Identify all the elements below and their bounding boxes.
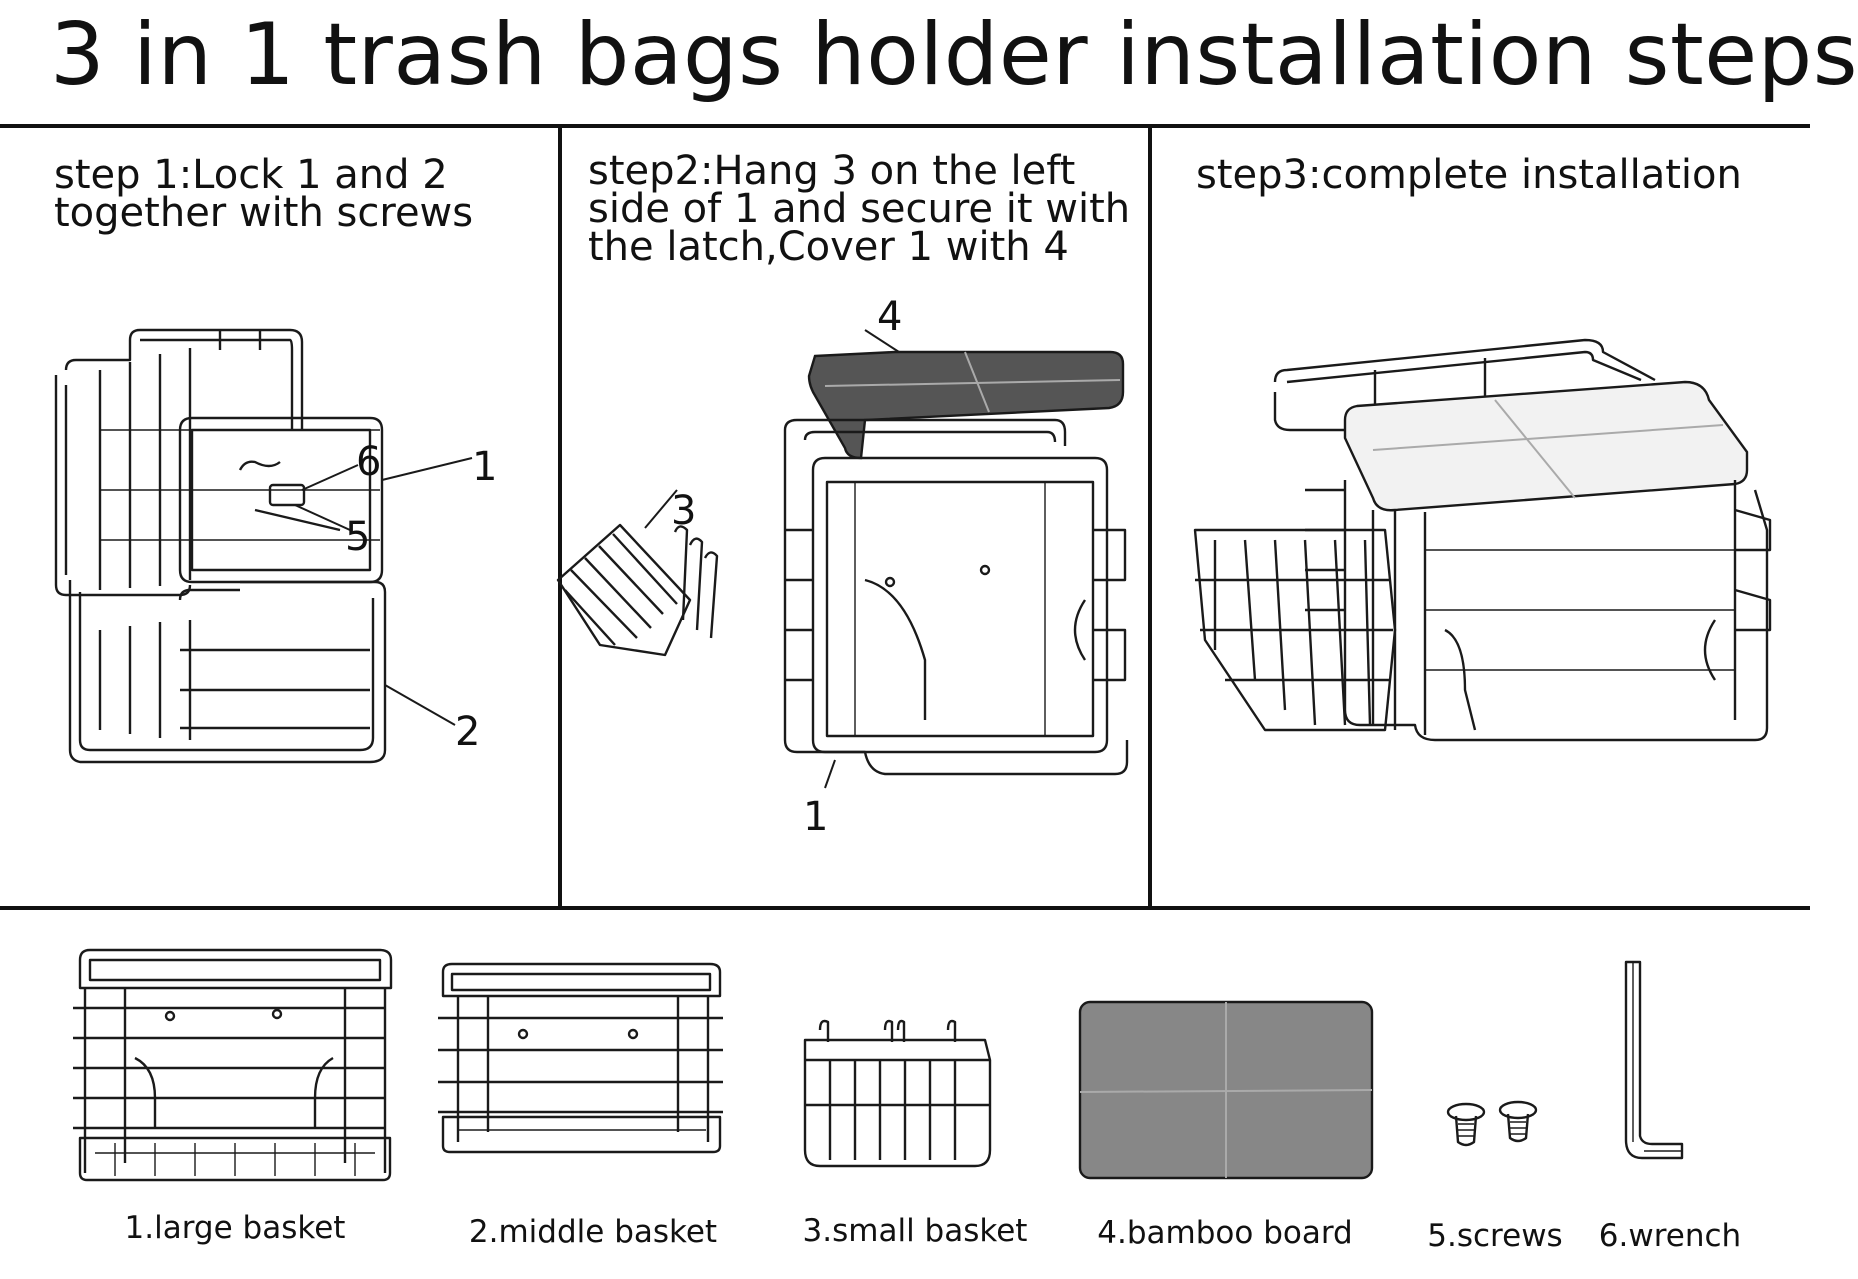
step-3-instruction: step3:complete installation	[1196, 152, 1742, 198]
part-5-screws-drawing	[1446, 1100, 1538, 1147]
assembled-basket-body	[1305, 480, 1772, 742]
bamboo-board-exploded	[807, 350, 1125, 460]
assembled-small-basket	[1193, 528, 1397, 732]
step-2-instruction: step2:Hang 3 on the left side of 1 and s…	[588, 148, 1131, 270]
middle-basket-exploded	[68, 580, 387, 764]
step-1-illustration: 1 6 5 2	[54, 328, 497, 764]
step-2-illustration: 4 3 1	[556, 294, 1129, 840]
step-3-illustration	[1193, 338, 1772, 742]
part-3-small-basket-drawing	[803, 1019, 992, 1168]
part-6-wrench-drawing	[1624, 960, 1684, 1160]
screw-icon	[1446, 1102, 1486, 1147]
part-1-large-basket-drawing	[73, 948, 393, 1182]
step-1-callout-6: 6	[356, 439, 381, 485]
step-1-callout-1: 1	[472, 444, 497, 490]
part-6-label: 6.wrench	[1598, 1218, 1742, 1254]
assembled-bamboo-board	[1343, 380, 1749, 512]
part-3-label: 3.small basket	[802, 1213, 1028, 1249]
page-title: 3 in 1 trash bags holder installation st…	[50, 5, 1858, 105]
step-1-callout-5: 5	[345, 514, 370, 560]
step-2-callout-4: 4	[877, 294, 902, 340]
part-2-middle-basket-drawing	[438, 962, 723, 1154]
step-1-callout-2: 2	[455, 709, 480, 755]
divider-bottom	[0, 906, 1810, 910]
divider-top	[0, 124, 1810, 128]
step-1-instruction: step 1:Lock 1 and 2 together with screws	[54, 152, 474, 236]
part-4-bamboo-board-drawing	[1078, 1000, 1374, 1180]
step-2-callout-1: 1	[803, 794, 828, 840]
large-basket-exploded	[54, 328, 384, 597]
part-2-label: 2.middle basket	[468, 1214, 718, 1250]
small-basket-exploded	[556, 523, 719, 657]
screw-callout-area	[254, 483, 341, 532]
part-5-label: 5.screws	[1427, 1218, 1563, 1254]
screw-icon	[1498, 1100, 1538, 1143]
step-2-callout-3: 3	[671, 488, 696, 534]
part-1-label: 1.large basket	[124, 1210, 346, 1246]
part-4-label: 4.bamboo board	[1097, 1215, 1353, 1251]
large-basket-exploded	[783, 418, 1129, 776]
divider-step-1-2	[558, 126, 562, 908]
assembled-large-basket	[1273, 338, 1656, 432]
divider-step-2-3	[1148, 126, 1152, 908]
